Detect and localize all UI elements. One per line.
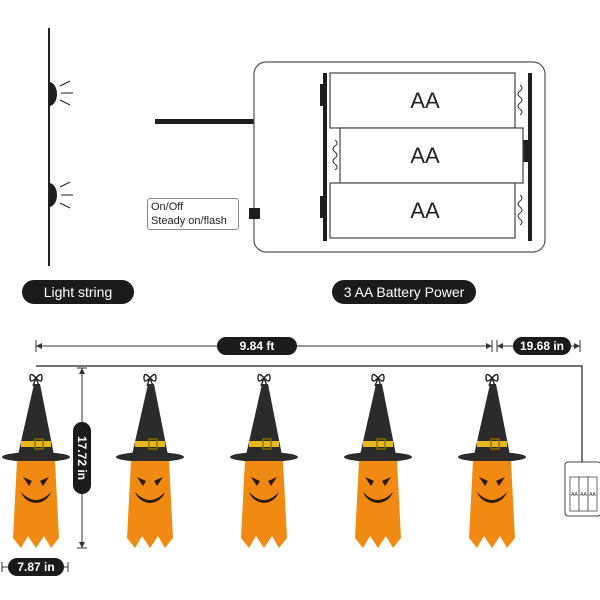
witch-hat-icon xyxy=(458,384,526,462)
jack-o-lantern-face-icon xyxy=(363,477,393,503)
jack-o-lantern-face-icon xyxy=(477,477,507,503)
bulb-icon xyxy=(49,82,57,106)
mini-cell-label: AA xyxy=(589,492,596,498)
hat-height-text: 17.72 in xyxy=(75,435,89,481)
light-string-illustration xyxy=(48,28,73,266)
switch-mode-text: Steady on/flash xyxy=(151,215,227,227)
witch-hat-icon xyxy=(116,384,184,462)
mini-cell-label: AA xyxy=(580,492,587,498)
jack-o-lantern-face-icon xyxy=(249,477,279,503)
mini-cell-label: AA xyxy=(571,492,578,498)
mini-battery-box xyxy=(564,461,600,517)
string-length-label: 9.84 ft xyxy=(217,337,297,355)
battery-cell-label: AA xyxy=(410,88,440,113)
jack-o-lantern-face-icon xyxy=(21,477,51,503)
witch-light xyxy=(230,373,298,548)
jack-o-lantern-face-icon xyxy=(135,477,165,503)
string-wire xyxy=(36,365,583,462)
power-switch xyxy=(249,208,260,219)
witch-light xyxy=(2,373,70,548)
battery-box-illustration xyxy=(249,61,546,253)
hat-height-label: 17.72 in xyxy=(73,422,91,494)
switch-on-off-text: On/Off xyxy=(151,201,184,213)
power-cord xyxy=(155,119,254,124)
battery-cell-label: AA xyxy=(410,198,440,223)
witch-hat-icon xyxy=(2,384,70,462)
witch-light xyxy=(344,373,412,548)
witch-hat-icon xyxy=(344,384,412,462)
light-rays-icon xyxy=(59,80,73,209)
lead-length-label: 19.68 in xyxy=(513,337,571,355)
bulb-icon xyxy=(49,183,57,207)
switch-label-box: On/Off Steady on/flash xyxy=(147,198,239,230)
witch-light xyxy=(458,373,526,548)
light-string-caption: Light string xyxy=(22,280,134,304)
battery-power-caption: 3 AA Battery Power xyxy=(332,280,476,304)
hat-width-label: 7.87 in xyxy=(8,558,64,576)
witch-light xyxy=(116,373,184,548)
witch-hat-icon xyxy=(230,384,298,462)
battery-cell-label: AA xyxy=(410,143,440,168)
